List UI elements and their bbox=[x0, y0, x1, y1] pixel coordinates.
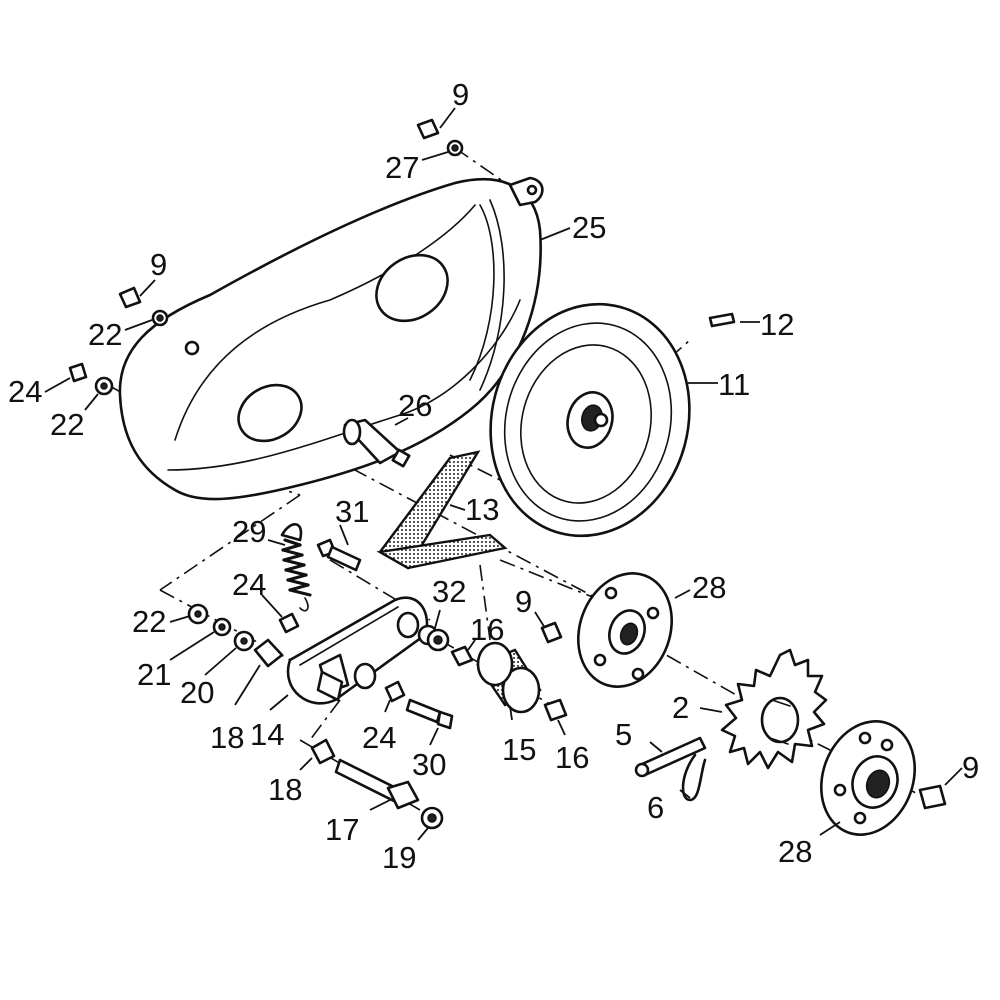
callout-9: 9 bbox=[515, 584, 532, 619]
callout-9: 9 bbox=[150, 247, 167, 282]
callout-27: 27 bbox=[385, 150, 419, 185]
roller bbox=[476, 641, 542, 714]
callout-22: 22 bbox=[132, 604, 166, 639]
callout-30: 30 bbox=[412, 747, 446, 782]
callout-15: 15 bbox=[502, 732, 536, 767]
belt bbox=[376, 450, 508, 570]
pulley bbox=[489, 302, 691, 538]
callout-9: 9 bbox=[452, 77, 469, 112]
callout-20: 20 bbox=[180, 675, 214, 710]
leader-lines bbox=[44, 107, 963, 841]
spring bbox=[280, 523, 312, 612]
callout-31: 31 bbox=[335, 494, 369, 529]
tension-arm bbox=[286, 596, 429, 705]
callout-11: 11 bbox=[718, 367, 750, 402]
callout-28: 28 bbox=[692, 570, 726, 605]
callout-5: 5 bbox=[615, 717, 632, 752]
callout-17: 17 bbox=[325, 812, 359, 847]
callout-29: 29 bbox=[232, 514, 266, 549]
callout-25: 25 bbox=[572, 210, 606, 245]
callout-18: 18 bbox=[210, 720, 244, 755]
bearing-flange-upper bbox=[576, 572, 674, 688]
callout-21: 21 bbox=[137, 657, 171, 692]
hardware bbox=[68, 118, 947, 830]
callout-12: 12 bbox=[760, 307, 794, 342]
callout-18: 18 bbox=[268, 772, 302, 807]
callout-22: 22 bbox=[88, 317, 122, 352]
callout-2: 2 bbox=[672, 690, 689, 725]
bearing-flange-lower bbox=[819, 720, 917, 836]
sprocket bbox=[720, 648, 828, 770]
callout-13: 13 bbox=[465, 492, 499, 527]
callout-22: 22 bbox=[50, 407, 84, 442]
callout-24: 24 bbox=[362, 720, 396, 755]
callout-26: 26 bbox=[398, 388, 432, 423]
callout-28: 28 bbox=[778, 834, 812, 869]
callout-6: 6 bbox=[647, 790, 664, 825]
callout-24: 24 bbox=[232, 567, 266, 602]
callout-16: 16 bbox=[470, 612, 504, 647]
callout-labels: 9 27 25 9 22 24 22 26 12 11 13 31 29 32 … bbox=[8, 77, 979, 875]
callout-16: 16 bbox=[555, 740, 589, 775]
callout-9: 9 bbox=[962, 750, 979, 785]
callout-14: 14 bbox=[250, 717, 284, 752]
callout-32: 32 bbox=[432, 574, 466, 609]
callout-19: 19 bbox=[382, 840, 416, 875]
chain-cover bbox=[118, 176, 544, 501]
callout-24: 24 bbox=[8, 374, 42, 409]
